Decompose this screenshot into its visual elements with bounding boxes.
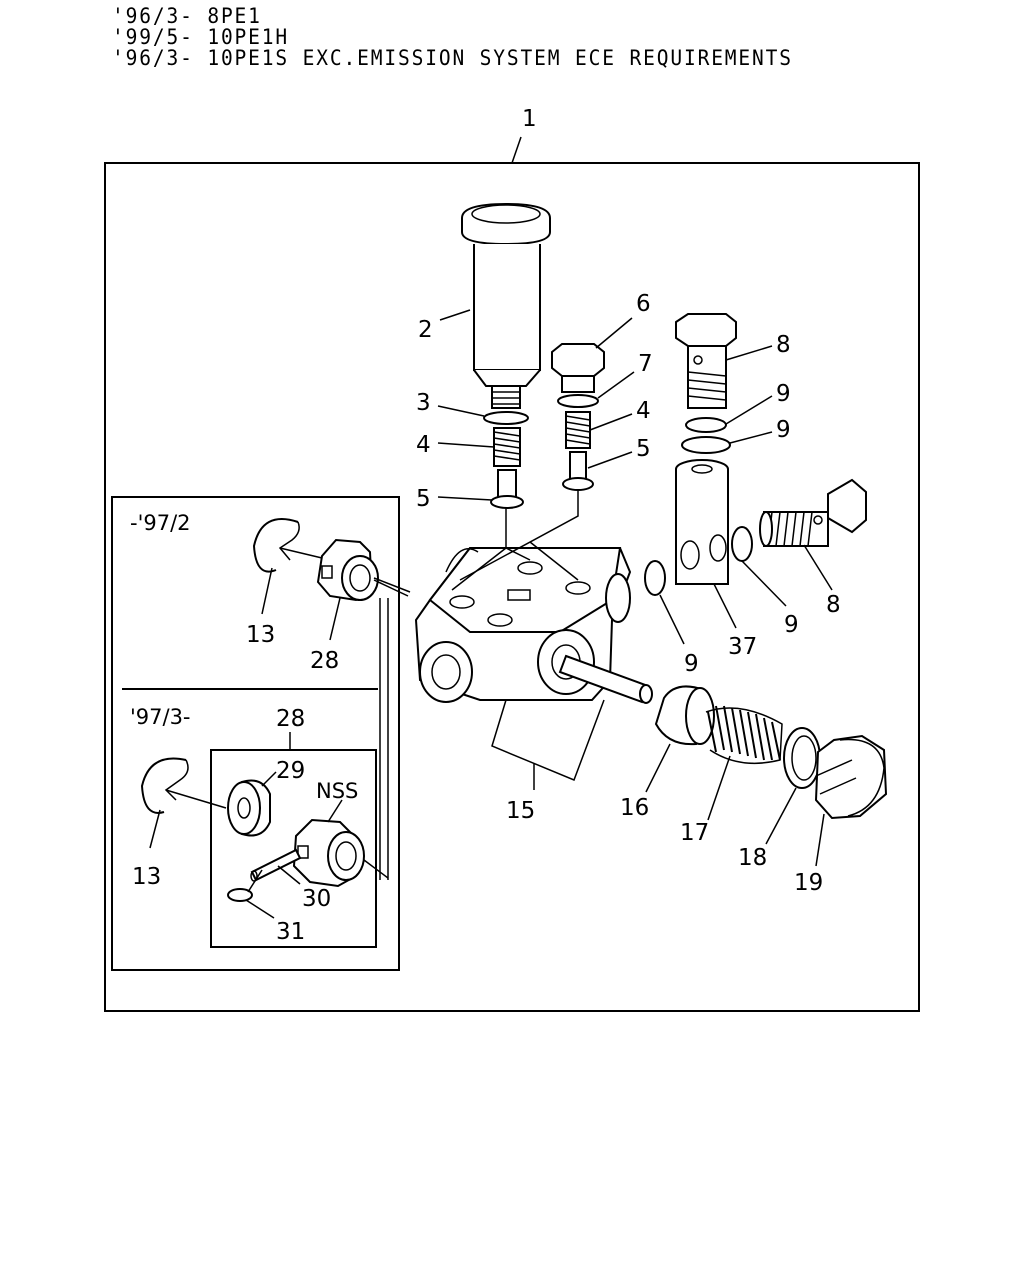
o-ring-7	[557, 394, 599, 408]
washer-29	[227, 779, 271, 837]
callout-2: 2	[418, 317, 433, 343]
inset-lower-label: '97/3-	[130, 705, 191, 729]
eye-joint-37	[675, 459, 729, 585]
eye-bolt-8-top	[675, 313, 737, 409]
leader-31	[245, 899, 275, 919]
callout-31: 31	[276, 919, 305, 945]
leader-17	[707, 755, 731, 821]
leader-19	[815, 813, 825, 867]
callout-1: 1	[522, 106, 537, 132]
callout-5b: 5	[636, 436, 651, 462]
leader-6	[595, 317, 633, 349]
leader-30	[277, 865, 301, 885]
leader-4a	[437, 442, 495, 448]
callout-8a: 8	[776, 332, 791, 358]
leader-13b	[149, 809, 161, 849]
snap-ring-13-lower	[140, 757, 189, 814]
cap-28-upper	[316, 538, 411, 602]
callout-29: 29	[276, 758, 305, 784]
callout-9c: 9	[784, 612, 799, 638]
leader-nss	[327, 799, 343, 823]
leader-1	[511, 136, 522, 164]
plug-19	[814, 734, 888, 820]
callout-18: 18	[738, 845, 767, 871]
callout-37: 37	[728, 634, 757, 660]
eye-bolt-8-side	[759, 478, 867, 547]
leader-5b	[587, 451, 633, 469]
leader-7	[597, 371, 635, 399]
header-line-1: '96/3- 8PE1	[112, 4, 262, 28]
o-ring-3	[483, 411, 529, 425]
valve-5-mid	[562, 451, 594, 491]
spring-4-mid	[565, 411, 591, 449]
leader-8a	[725, 345, 773, 361]
callout-28b: 28	[276, 706, 305, 732]
inset-upper-label: -'97/2	[130, 511, 191, 535]
filter-cap	[461, 202, 551, 409]
callout-9a: 9	[776, 381, 791, 407]
leader-9a	[725, 395, 773, 425]
callout-13b: 13	[132, 864, 161, 890]
plug-6	[551, 343, 605, 393]
leader-8b	[803, 544, 833, 591]
leader-28a	[329, 597, 341, 641]
pin-30	[250, 848, 302, 882]
callout-6: 6	[636, 291, 651, 317]
snap-ring-13-upper	[252, 518, 300, 573]
callout-19: 19	[794, 870, 823, 896]
piston-16	[558, 654, 715, 746]
callout-7: 7	[638, 351, 653, 377]
inset-to-body-link	[373, 579, 409, 597]
callout-15: 15	[506, 798, 535, 824]
spring-4-left	[493, 427, 521, 467]
inset-frame	[111, 496, 400, 971]
callout-8b: 8	[826, 592, 841, 618]
leader-16	[645, 743, 671, 793]
leader-9d	[659, 594, 685, 645]
leader-18	[765, 787, 797, 845]
leader-9b	[729, 431, 773, 444]
header-line-2: '99/5- 10PE1H	[112, 25, 290, 49]
clip-31	[227, 869, 263, 902]
leader-9c	[741, 560, 787, 607]
applicability-header: '96/3- 8PE1 '99/5- 10PE1H '96/3- 10PE1S …	[112, 6, 793, 69]
callout-16: 16	[620, 795, 649, 821]
label-nss: NSS	[316, 779, 358, 803]
callout-17: 17	[680, 820, 709, 846]
callout-4a: 4	[416, 432, 431, 458]
callout-9b: 9	[776, 417, 791, 443]
washer-9-right	[731, 526, 753, 562]
callout-13a: 13	[246, 622, 275, 648]
callout-9d: 9	[684, 651, 699, 677]
leader-2	[439, 309, 471, 321]
leader-13a	[261, 567, 273, 615]
callout-28a: 28	[310, 648, 339, 674]
cap-nss	[292, 818, 389, 888]
bracket-15	[491, 699, 605, 781]
link-13b-29	[165, 789, 227, 809]
callout-3: 3	[416, 390, 431, 416]
washer-9-top-b	[681, 436, 731, 454]
inset-group-box	[210, 749, 377, 948]
leader-5a	[437, 496, 493, 501]
leader-4b	[589, 413, 633, 431]
spring-17	[705, 705, 783, 765]
callout-5a: 5	[416, 486, 431, 512]
leader-37	[713, 583, 737, 629]
washer-9-top-a	[685, 417, 727, 433]
header-line-3: '96/3- 10PE1S EXC.EMISSION SYSTEM ECE RE…	[112, 46, 793, 70]
port-leaders	[451, 541, 579, 591]
gasket-18	[783, 727, 821, 789]
link-13a-28	[279, 547, 323, 559]
valve-leaders	[459, 490, 579, 581]
callout-4b: 4	[636, 398, 651, 424]
callout-30: 30	[302, 886, 331, 912]
leader-3	[437, 405, 485, 417]
valve-5-left	[490, 469, 524, 509]
washer-9-left	[644, 560, 666, 596]
leader-29	[261, 771, 277, 787]
